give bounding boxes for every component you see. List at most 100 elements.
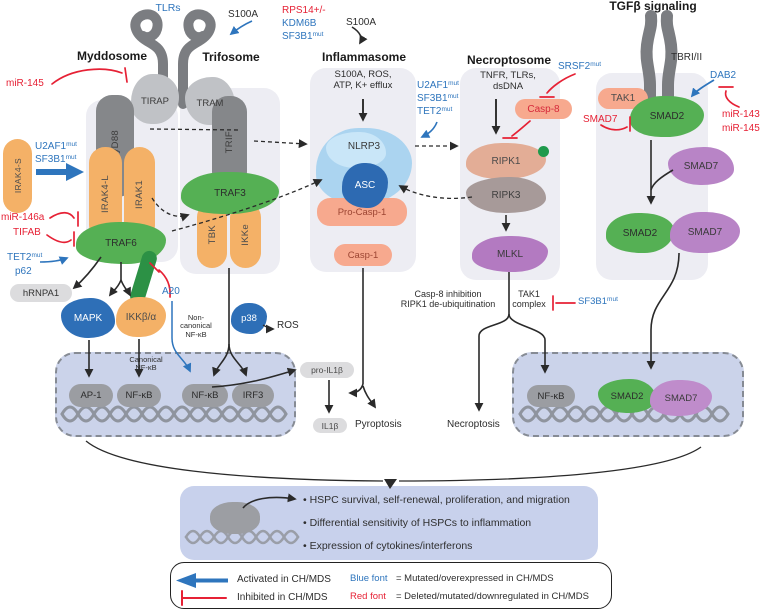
- kdm6b-label: KDM6B: [282, 18, 317, 29]
- casp1-to-pyroptosis-arrow: [362, 385, 376, 409]
- u2af1-activation-big-arrow: [36, 163, 84, 181]
- mir145-left-label: miR-145: [6, 78, 44, 89]
- heading-inflammasome: Inflammasome: [321, 50, 407, 64]
- irak1-label: IRAK1: [134, 179, 145, 209]
- smad7-protein: SMAD7: [668, 147, 734, 185]
- mlkl-to-necroptosis-arrow: [474, 313, 510, 412]
- tram-label: TRAM: [196, 98, 224, 109]
- irak4l-label: IRAK4-L: [100, 174, 111, 213]
- traf6-to-mapk-arrow: [108, 279, 122, 297]
- mir145-right-label: miR-145: [722, 123, 760, 134]
- mir146a-inhibit-arc: [49, 211, 75, 219]
- ikke-label: IKKe: [240, 224, 251, 246]
- tifab-label: TIFAB: [13, 227, 41, 238]
- noncanonical-nfkb-label: Non- canonical NF-κB: [180, 313, 212, 339]
- sf3b1-tak1-label: SF3B1mut: [578, 296, 618, 307]
- mlkl-protein: MLKL: [472, 236, 548, 272]
- s100a-left-label: S100A: [228, 9, 259, 20]
- tak1-protein: TAK1: [598, 88, 648, 109]
- necroptosis-label: Necroptosis: [447, 419, 500, 430]
- legend-red-desc-label: = Deleted/mutated/downregulated in CH/MD…: [396, 591, 590, 602]
- srsf2-label: SRSF2mut: [558, 61, 602, 72]
- inflammasome-stimuli-label: S100A, ROS, ATP, K+ efflux: [333, 69, 393, 91]
- tbri-label: TBRI/II: [671, 52, 703, 63]
- u2af1-left-label: U2AF1mut: [35, 141, 77, 152]
- mir145-inhibit-arc: [51, 68, 123, 85]
- mir143-inhibit-dab2-arc: [724, 90, 740, 108]
- irak4s-protein: IRAK4-S: [3, 139, 32, 213]
- tak1-complex-label: TAK1 complex: [512, 289, 546, 310]
- s100a-mid-label: S100A: [346, 17, 377, 28]
- nlrp3-highlight: [326, 132, 386, 168]
- sf3b1-mid-label: SF3B1mut: [417, 93, 459, 104]
- ubiquitin-dot: [538, 146, 549, 157]
- trif-label: TRIF: [224, 130, 235, 154]
- sf3b1-top-label: SF3B1mut: [282, 31, 324, 42]
- spliceosome-to-nlrp3-blue-arrow: [420, 121, 438, 138]
- casp8-protein: Casp-8: [515, 99, 572, 119]
- sf3b1-left-label: SF3B1mut: [35, 154, 77, 165]
- casp1-to-il1b-arrow: [348, 383, 364, 398]
- casp8-inhibition-label: Casp-8 inhibition RIPK1 de-ubiquitinatio…: [400, 289, 496, 310]
- ikkba-protein: IKKβ/α: [116, 297, 166, 337]
- outcome-item-1: HSPC survival, self-renewal, proliferati…: [303, 494, 570, 506]
- traf6-to-ikk-arrow: [120, 279, 131, 297]
- dab2-label: DAB2: [710, 70, 737, 81]
- irf3-tf: IRF3: [232, 384, 274, 407]
- irak4s-label: IRAK4-S: [12, 158, 23, 194]
- legend-activated-label: Activated in CH/MDS: [237, 574, 331, 585]
- mir146a-label: miR-146a: [1, 212, 45, 223]
- tet2-left-label: TET2mut: [7, 252, 43, 263]
- outcome-item-2: Differential sensitivity of HSPCs to inf…: [303, 517, 532, 529]
- traf6-to-hrnpa1-arrow: [72, 256, 102, 290]
- heading-myddosome: Myddosome: [76, 49, 147, 63]
- heading-necroptosome: Necroptosome: [466, 53, 552, 67]
- heading-tgfb: TGFβ signaling: [609, 0, 697, 13]
- ros-label: ROS: [277, 320, 299, 331]
- legend-box: [170, 562, 612, 609]
- pyroptosis-label: Pyroptosis: [355, 419, 402, 430]
- tet2-mid-label: TET2mut: [417, 106, 453, 117]
- a20-label: A20: [162, 286, 180, 297]
- outcome-item-3: Expression of cytokines/interferons: [303, 540, 473, 552]
- tlrs-label: TLRs: [155, 2, 181, 14]
- legend-blue-desc-label: = Mutated/overexpressed in CH/MDS: [396, 573, 554, 584]
- ripk3-protein: RIPK3: [466, 177, 546, 213]
- tbk-label: TBK: [206, 225, 218, 245]
- mapk-protein: MAPK: [61, 298, 115, 338]
- smad2-nuclear: SMAD2: [598, 379, 656, 413]
- s100a-to-tlr-blue-arrow: [229, 20, 253, 36]
- s100a-binding-arrow: [351, 26, 368, 45]
- legend-blue-font-label: Blue font: [350, 573, 388, 584]
- ripk1-protein: RIPK1: [466, 143, 546, 179]
- converge-left-line: [85, 440, 384, 482]
- casp1-protein: Casp-1: [334, 244, 392, 266]
- il1b-pill: IL1β: [313, 418, 347, 433]
- necroptosome-stimuli-label: TNFR, TLRs, dsDNA: [480, 70, 536, 92]
- p62-label: p62: [15, 266, 32, 277]
- canonical-nfkb-label: Canonical NF-κB: [129, 355, 163, 373]
- u2af1-mid-label: U2AF1mut: [417, 80, 459, 91]
- smad7-red-label: SMAD7: [583, 114, 618, 125]
- smad2-complex: SMAD2: [606, 213, 674, 253]
- hrnpa1-pill: hRNPA1: [10, 284, 72, 302]
- legend-inhibited-label: Inhibited in CH/MDS: [237, 592, 328, 603]
- nfkb-tf-right: NF-κB: [527, 385, 575, 407]
- ap1-tf: AP-1: [69, 384, 113, 407]
- pro-il1b-pill: pro-IL1β: [300, 362, 354, 378]
- asc-protein: ASC: [342, 163, 388, 208]
- tifab-inhibit-arc: [46, 234, 72, 244]
- nfkb-tf-2: NF-κB: [182, 384, 228, 407]
- rps14-label: RPS14+/-: [282, 5, 326, 16]
- outcome-gene-blob: [210, 502, 260, 534]
- nfkb-tf-1: NF-κB: [117, 384, 161, 407]
- p38-protein: p38: [231, 303, 267, 334]
- converge-right-line: [398, 446, 702, 482]
- mir143-label: miR-143: [722, 109, 760, 120]
- nlrp3-label: NLRP3: [347, 141, 381, 152]
- legend-red-font-label: Red font: [350, 591, 386, 602]
- tet2-p62-blue-arrow: [39, 256, 69, 265]
- tirap-label: TIRAP: [141, 96, 169, 107]
- smad7-complex: SMAD7: [670, 212, 740, 253]
